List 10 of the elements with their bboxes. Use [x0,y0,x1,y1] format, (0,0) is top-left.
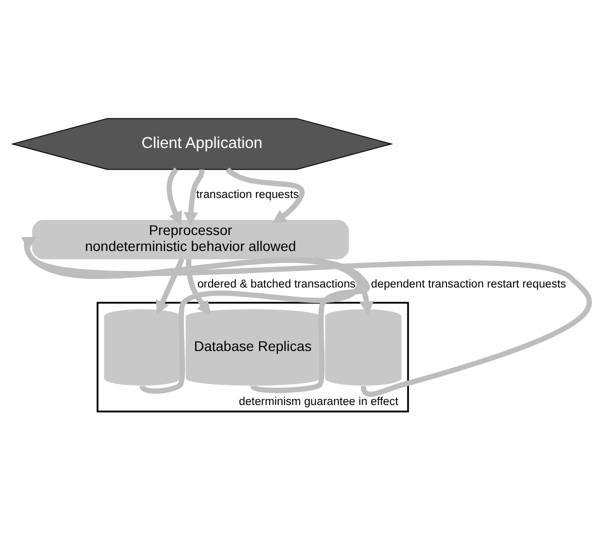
edge-label: ordered & batched transactions [197,278,356,290]
arrow [186,259,211,315]
edge-label: transaction requests [196,188,299,201]
arrow [184,169,205,226]
arrow [314,256,374,316]
arrow [226,167,304,224]
edge-label: dependent transaction restart requests [371,278,566,290]
node-box: Preprocessor nondeterministic behavior allowed [32,220,349,260]
arrow [156,258,184,315]
arrow [166,168,182,226]
